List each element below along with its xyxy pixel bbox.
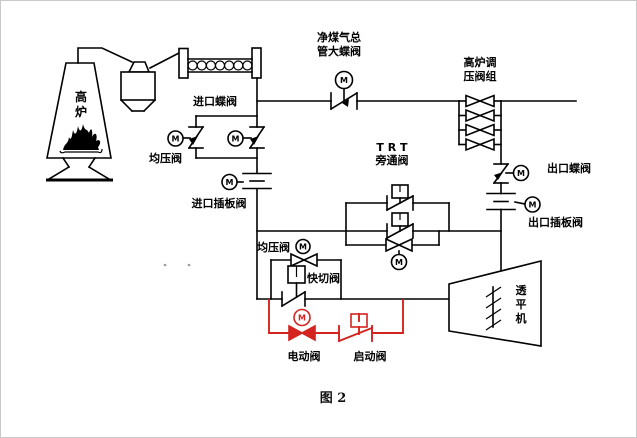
svg-text:M: M <box>529 201 537 210</box>
clean-gas-main-valve-icon <box>329 91 359 111</box>
svg-text:M: M <box>232 135 240 144</box>
inlet-butterfly-label: 进口蝶阀 <box>193 94 237 108</box>
clean-gas-label-line1: 净煤气总 <box>317 30 361 44</box>
start-valve-label: 启动阀 <box>354 349 387 363</box>
furnace-offtake-pipe <box>77 47 134 64</box>
inlet-gate-valve-icon <box>242 172 272 190</box>
group-valve-row-3 <box>458 123 502 137</box>
turbine-label-char3: 机 <box>516 311 527 325</box>
pressure-group-label-line1: 高炉调 <box>464 55 497 69</box>
start-valve-icon <box>337 313 374 343</box>
inlet-butterfly-valve-icon <box>248 125 266 150</box>
turbine-label-char2: 平 <box>516 298 527 311</box>
group-valve-row-4 <box>458 137 502 152</box>
scrubber-rings <box>187 60 253 71</box>
svg-text:M: M <box>172 135 180 144</box>
blast-furnace: 高 炉 <box>46 62 113 182</box>
trt-bypass-label-line2: 旁通阀 <box>375 153 409 167</box>
lower-equalizing-loop <box>270 259 342 300</box>
svg-text:M: M <box>298 314 306 323</box>
equalizing-valve-lower-icon: M <box>290 238 318 268</box>
svg-text:M: M <box>226 178 234 187</box>
inlet-gate-motor-icon: M <box>221 173 244 191</box>
group-valve-row-1 <box>458 94 502 108</box>
bypass-valve-top-icon <box>385 184 415 212</box>
turbine-label-char1: 透 <box>516 284 528 297</box>
outlet-gate-valve-icon <box>486 192 516 211</box>
trt-bypass-label-line1: T R T <box>376 141 408 154</box>
equalizing-upper-label: 均压阀 <box>149 151 182 165</box>
bypass-valve-middle-icon <box>385 212 415 240</box>
clean-gas-label-line2: 管大蝶阀 <box>317 44 361 58</box>
flame-icon <box>63 124 101 150</box>
turbine-blade-ticks <box>485 286 502 331</box>
figure-caption: 图 2 <box>320 391 347 406</box>
equalizing-valve-upper-icon <box>187 125 205 150</box>
svg-text:M: M <box>517 169 525 178</box>
outlet-butterfly-valve-icon <box>492 162 510 185</box>
electric-valve-icon: M <box>288 308 316 342</box>
inlet-gate-label: 进口插板阀 <box>192 196 247 210</box>
electric-valve-label: 电动阀 <box>288 349 321 363</box>
svg-text:M: M <box>299 243 307 252</box>
outlet-butterfly-label: 出口蝶阀 <box>547 161 591 175</box>
speck <box>163 263 167 267</box>
outlet-gate-label: 出口插板阀 <box>528 215 583 229</box>
equalizing-lower-label: 均压阀 <box>257 240 290 254</box>
equalizing-bypass-loop <box>195 115 258 159</box>
trt-bypass-group: M <box>345 184 450 271</box>
speck <box>187 263 191 267</box>
equalizing-valve-upper-motor-icon: M <box>167 130 191 147</box>
gas-scrubber <box>178 47 262 79</box>
startup-circuit: M <box>268 299 404 343</box>
dust-catcher <box>119 61 157 113</box>
bypass-valve-bottom-icon: M <box>385 237 413 271</box>
quick-cut-label: 快切阀 <box>306 271 340 285</box>
pressure-group-label-line2: 压阀组 <box>464 69 497 83</box>
clean-gas-main-motor-icon: M <box>334 70 354 101</box>
quick-cut-valve-icon <box>280 265 307 308</box>
turbine: 透 平 机 <box>448 259 542 347</box>
group-valve-row-2 <box>458 108 502 123</box>
flame-grate <box>59 148 103 154</box>
scrubber-inlet-pipe <box>148 51 181 70</box>
outlet-gate-motor-icon: M <box>514 196 541 213</box>
svg-text:M: M <box>395 258 403 267</box>
outlet-butterfly-motor-icon: M <box>505 164 530 182</box>
pressure-regulating-valve-group <box>458 94 502 165</box>
furnace-label-char1: 高 <box>75 89 87 104</box>
inlet-butterfly-motor-icon: M <box>227 130 252 147</box>
furnace-label-char2: 炉 <box>75 104 87 119</box>
svg-text:M: M <box>340 76 348 85</box>
